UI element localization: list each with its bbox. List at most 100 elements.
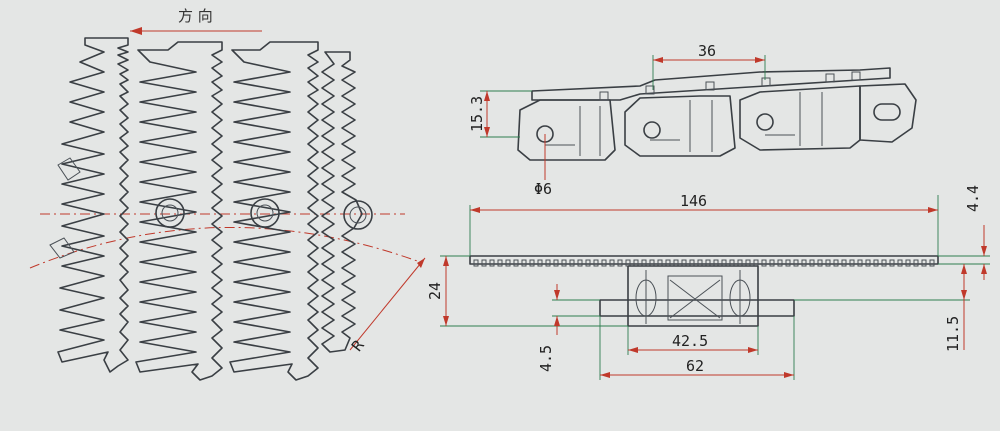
pin-hole-3 xyxy=(756,113,774,131)
flight-tooth xyxy=(697,259,703,267)
flight-tooth xyxy=(913,259,919,267)
flight-tooth xyxy=(673,259,679,267)
chain-link-1 xyxy=(57,37,129,373)
flight-tooth xyxy=(905,259,911,267)
dim-base-width: 62 xyxy=(599,316,795,380)
flight-tooth xyxy=(705,259,711,267)
flight-tooth xyxy=(481,259,487,267)
dim-total-width-value: 146 xyxy=(680,192,707,210)
flight-tooth xyxy=(825,259,831,267)
flight-tooth xyxy=(849,259,855,267)
flight-tooth xyxy=(569,259,575,267)
dim-total-width: 146 xyxy=(469,192,939,256)
flight-tooth xyxy=(769,259,775,267)
flight-tooth xyxy=(665,259,671,267)
flight-tooth xyxy=(641,259,647,267)
flight-tooth xyxy=(881,259,887,267)
flight-tooth xyxy=(793,259,799,267)
dim-bottom-offset-value: 11.5 xyxy=(944,316,962,352)
flight-tooth xyxy=(921,259,927,267)
chain-front-view: 146 4.4 24 11.5 xyxy=(426,185,990,380)
direction-arrow xyxy=(130,27,262,35)
flight-tooth xyxy=(865,259,871,267)
hinge-pins xyxy=(49,157,373,259)
dim-base-width-value: 62 xyxy=(686,357,704,375)
flight-tooth xyxy=(489,259,495,267)
flight-tooth xyxy=(657,259,663,267)
flight-tooth xyxy=(497,259,503,267)
flight-tooth xyxy=(713,259,719,267)
front-view-base xyxy=(599,299,795,317)
front-view-body-detail xyxy=(635,270,751,324)
flight-tooth xyxy=(537,259,543,267)
flight-tooth xyxy=(729,259,735,267)
side-view-link-left xyxy=(517,99,616,161)
flight-tooth xyxy=(721,259,727,267)
flight-tooth xyxy=(873,259,879,267)
flight-tooth xyxy=(833,259,839,267)
flight-tooth xyxy=(513,259,519,267)
dim-total-height-value: 24 xyxy=(426,282,444,300)
chain-link-2 xyxy=(135,41,223,381)
dim-inner-width-value: 42.5 xyxy=(672,332,708,350)
dim-side-height: 15.3 xyxy=(468,90,532,138)
dim-inner-width: 42.5 xyxy=(627,326,759,355)
flight-tooth xyxy=(689,259,695,267)
dim-total-height: 24 xyxy=(426,255,628,327)
flight-tooth xyxy=(593,259,599,267)
direction-label: 方 向 xyxy=(178,7,213,25)
flight-tooth xyxy=(609,259,615,267)
side-view-notches xyxy=(545,71,861,156)
flight-tooth xyxy=(857,259,863,267)
flight-tooth xyxy=(529,259,535,267)
dim-bottom-offset: 11.5 xyxy=(794,263,970,352)
flight-teeth xyxy=(473,259,935,267)
flight-tooth xyxy=(929,259,935,267)
dim-top-thickness-value: 4.4 xyxy=(964,185,982,212)
dim-top-thickness: 4.4 xyxy=(938,185,990,280)
flight-tooth xyxy=(777,259,783,267)
flight-tooth xyxy=(841,259,847,267)
flight-tooth xyxy=(745,259,751,267)
dim-side-height-value: 15.3 xyxy=(468,96,486,132)
flight-tooth xyxy=(753,259,759,267)
flight-tooth xyxy=(801,259,807,267)
pin-hole-2 xyxy=(643,121,661,139)
flight-tooth xyxy=(761,259,767,267)
top-flight-plate xyxy=(469,255,939,265)
flight-tooth xyxy=(809,259,815,267)
flight-tooth xyxy=(737,259,743,267)
flight-tooth xyxy=(889,259,895,267)
dim-pitch-value: 36 xyxy=(698,42,716,60)
chain-side-view: 36 15.3 Φ6 xyxy=(468,42,917,198)
dim-hole-diameter: Φ6 xyxy=(534,134,552,198)
flight-tooth xyxy=(521,259,527,267)
flight-tooth xyxy=(577,259,583,267)
side-view-link-right xyxy=(739,85,861,151)
radius-indicator: R xyxy=(348,257,426,355)
dim-base-thickness: 4.5 xyxy=(537,284,600,372)
front-view-body xyxy=(627,265,759,327)
flight-tooth xyxy=(897,259,903,267)
flight-tooth xyxy=(553,259,559,267)
radius-label: R xyxy=(348,336,368,355)
flight-tooth xyxy=(585,259,591,267)
side-view-end-lug xyxy=(859,83,917,143)
chain-link-3 xyxy=(229,41,319,381)
slot-hole xyxy=(873,103,901,121)
dim-pitch: 36 xyxy=(652,42,766,90)
flight-tooth xyxy=(545,259,551,267)
flight-tooth xyxy=(617,259,623,267)
flight-tooth xyxy=(561,259,567,267)
flight-tooth xyxy=(473,259,479,267)
side-view-link-middle xyxy=(624,95,736,157)
flight-tooth xyxy=(625,259,631,267)
dim-hole-diameter-value: Φ6 xyxy=(534,180,552,198)
chain-top-view: 方 向 R xyxy=(29,7,426,381)
flight-tooth xyxy=(817,259,823,267)
radius-arc xyxy=(29,226,421,269)
flight-tooth xyxy=(681,259,687,267)
flight-tooth xyxy=(785,259,791,267)
flight-tooth xyxy=(505,259,511,267)
